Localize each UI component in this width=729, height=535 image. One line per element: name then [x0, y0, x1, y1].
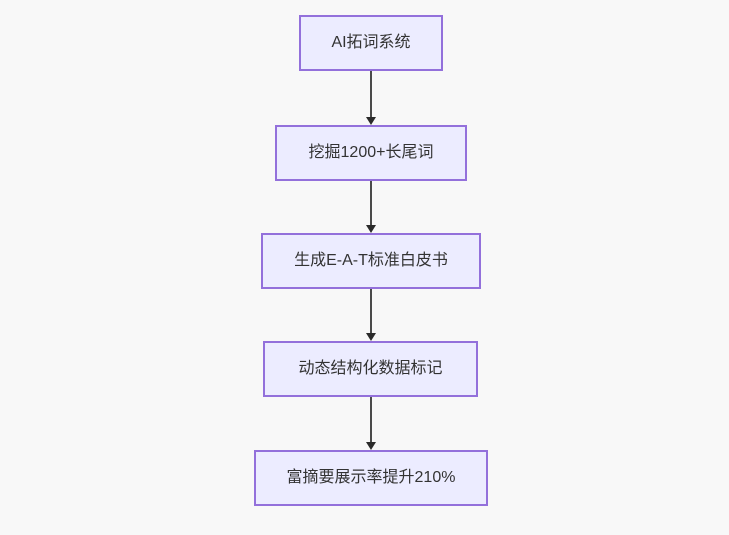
flow-node-label: 生成E-A-T标准白皮书: [294, 252, 448, 270]
arrow-down-icon: [366, 333, 376, 341]
flow-arrow-4: [366, 397, 376, 450]
arrow-line: [370, 397, 372, 442]
flow-node-eat-whitepaper: 生成E-A-T标准白皮书: [261, 233, 481, 289]
arrow-line: [370, 71, 372, 117]
arrow-down-icon: [366, 442, 376, 450]
arrow-line: [370, 289, 372, 333]
flow-arrow-2: [366, 181, 376, 233]
flow-node-label: 动态结构化数据标记: [298, 360, 443, 378]
arrow-down-icon: [366, 117, 376, 125]
flow-arrow-3: [366, 289, 376, 341]
flow-node-label: 挖掘1200+长尾词: [308, 144, 434, 162]
arrow-down-icon: [366, 225, 376, 233]
arrow-line: [370, 181, 372, 225]
flow-arrow-1: [366, 71, 376, 125]
flow-node-label: 富摘要展示率提升210%: [286, 469, 456, 487]
flow-node-longtail-mining: 挖掘1200+长尾词: [275, 125, 467, 181]
flow-node-ai-keyword-system: AI拓词系统: [299, 15, 443, 71]
flow-node-label: AI拓词系统: [331, 34, 411, 52]
flow-node-structured-data: 动态结构化数据标记: [263, 341, 478, 397]
flow-node-rich-snippet-result: 富摘要展示率提升210%: [254, 450, 488, 506]
